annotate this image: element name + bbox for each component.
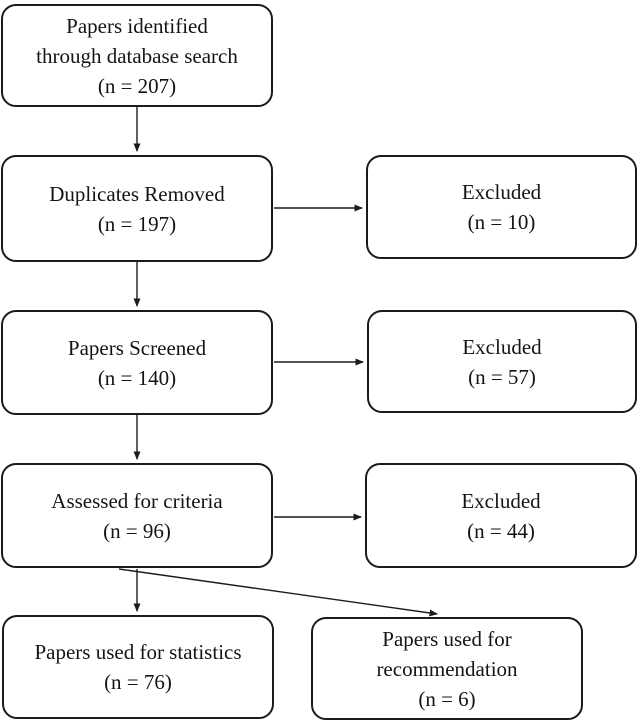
node-excluded-after-duplicates: Excluded (n = 10) (366, 155, 637, 259)
node-excluded-after-screening: Excluded (n = 57) (367, 310, 637, 413)
arrow-assessed-to-recommendation (118, 568, 438, 617)
node-papers-used-for-recommendation: Papers used for recommendation (n = 6) (311, 617, 583, 720)
node-duplicates-removed: Duplicates Removed (n = 197) (1, 155, 273, 262)
node-papers-used-for-statistics: Papers used for statistics (n = 76) (2, 615, 274, 719)
node-excluded-after-criteria: Excluded (n = 44) (365, 463, 637, 568)
node-papers-screened: Papers Screened (n = 140) (1, 310, 273, 415)
node-assessed-for-criteria: Assessed for criteria (n = 96) (1, 463, 273, 568)
node-papers-identified: Papers identified through database searc… (1, 4, 273, 107)
